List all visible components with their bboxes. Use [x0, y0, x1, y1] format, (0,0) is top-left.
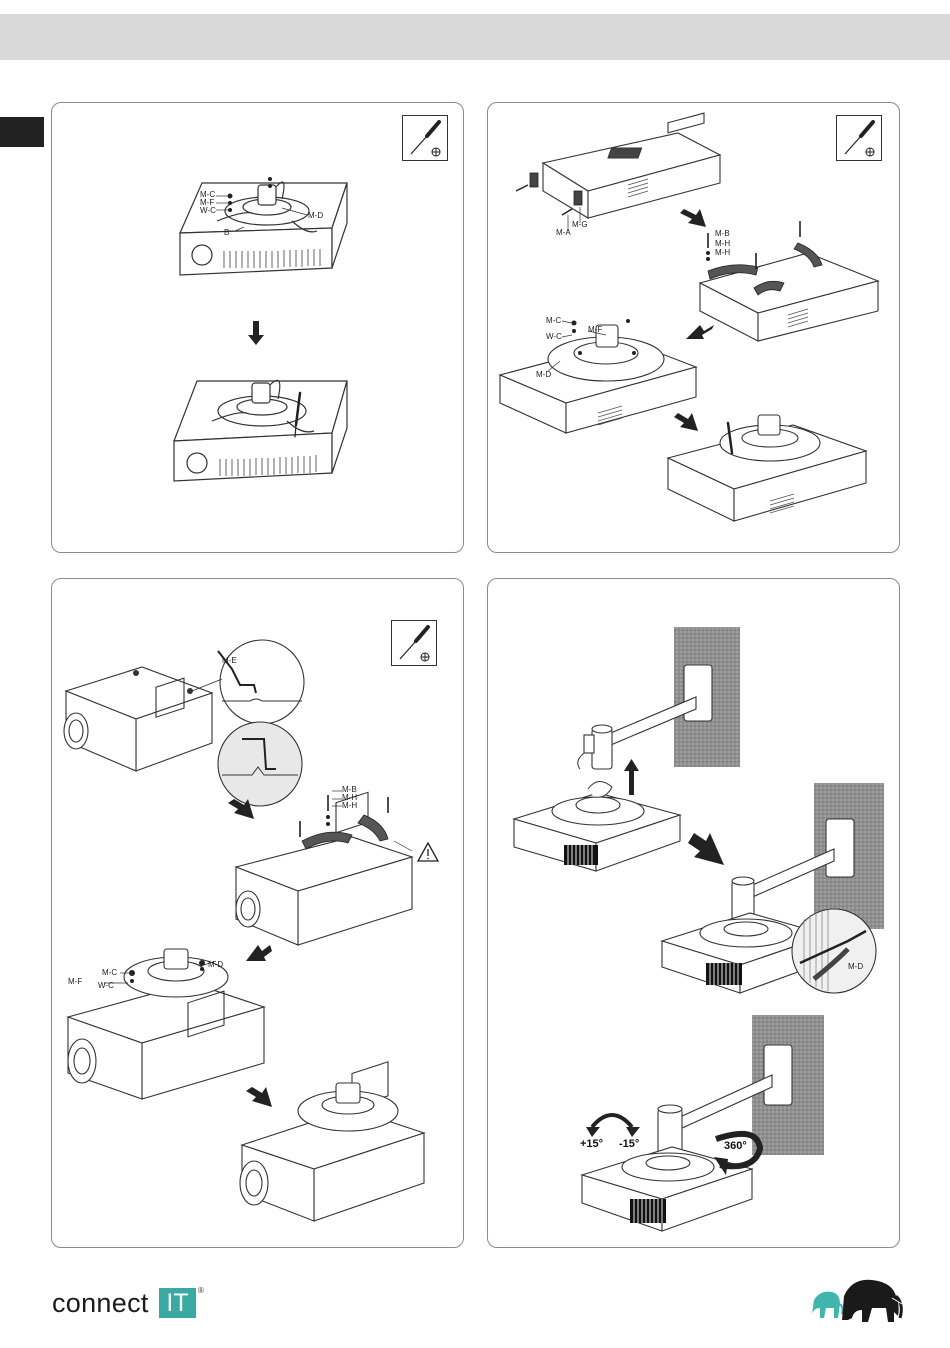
- registered-mark: ®: [198, 1286, 204, 1295]
- step-3-illustration: [52, 579, 463, 1247]
- step-panel-1: M-C M-F W-C M-D B: [51, 102, 464, 553]
- label-w-c: W-C: [98, 981, 114, 990]
- screwdriver-icon: [403, 116, 449, 162]
- arrow-icon: [688, 833, 724, 865]
- vent-grille: [630, 1199, 666, 1223]
- label-b: B: [224, 228, 229, 237]
- projector-illustration: [174, 380, 347, 481]
- label-m-h: M-H: [342, 801, 357, 810]
- screwdriver-icon: [837, 116, 883, 162]
- label-m-d: M-D: [536, 370, 551, 379]
- label-m-d: M-D: [308, 211, 323, 220]
- projector-illustration: [236, 792, 412, 945]
- step-panel-4: M-D +15° -15° 360°: [487, 578, 900, 1248]
- step-2-illustration: [488, 103, 899, 552]
- tilt-plus-label: +15°: [580, 1138, 603, 1150]
- label-m-f: M-F: [68, 977, 82, 986]
- vent-grille: [564, 845, 598, 865]
- label-w-c: W-C: [546, 332, 562, 341]
- label-m-d: M-D: [208, 960, 223, 969]
- projector-illustration: [68, 949, 264, 1099]
- label-m-b: M-B: [715, 229, 730, 238]
- label-m-h: M-H: [715, 239, 730, 248]
- brand-name: connect: [52, 1286, 149, 1320]
- label-m-c: M-C: [546, 316, 561, 325]
- screwdriver-tool-box: [836, 115, 882, 161]
- screwdriver-tool-box: [391, 620, 437, 666]
- label-m-f: M-F: [588, 325, 602, 334]
- label-m-c: M-C: [102, 968, 117, 977]
- label-m-h: M-H: [715, 248, 730, 257]
- arrow-icon: [248, 321, 264, 345]
- vent-grille: [706, 963, 742, 985]
- step-4-illustration: [488, 579, 899, 1247]
- language-tab: [0, 117, 44, 147]
- screwdriver-icon: [392, 621, 438, 667]
- brand-mark: IT: [159, 1288, 196, 1318]
- step-1-illustration: [52, 103, 463, 552]
- elephant-logo-icon: [806, 1274, 906, 1331]
- label-w-c: W-C: [200, 206, 216, 215]
- tilt-minus-label: -15°: [619, 1138, 639, 1150]
- projector-illustration: [64, 667, 212, 771]
- arrow-icon: [624, 759, 639, 795]
- warning-triangle-icon: [418, 843, 438, 861]
- step-panel-3: M-E M-B M-H M-H M-C M-D M-F W-C: [51, 578, 464, 1248]
- header-bar: [0, 14, 950, 60]
- label-m-a: M-A: [556, 228, 571, 237]
- projector-illustration: [500, 325, 696, 433]
- rotation-label: 360°: [724, 1140, 747, 1152]
- tilt-arrow-icon: [592, 1115, 632, 1127]
- projector-illustration: [240, 1062, 424, 1221]
- projector-illustration: [543, 113, 720, 218]
- label-m-g: M-G: [572, 220, 588, 229]
- step-panel-2: M-A M-G M-B M-H M-H M-C W-C M-F M-D: [487, 102, 900, 553]
- label-m-d: M-D: [848, 962, 863, 971]
- screwdriver-tool-box: [402, 115, 448, 161]
- label-m-e: M-E: [222, 656, 237, 665]
